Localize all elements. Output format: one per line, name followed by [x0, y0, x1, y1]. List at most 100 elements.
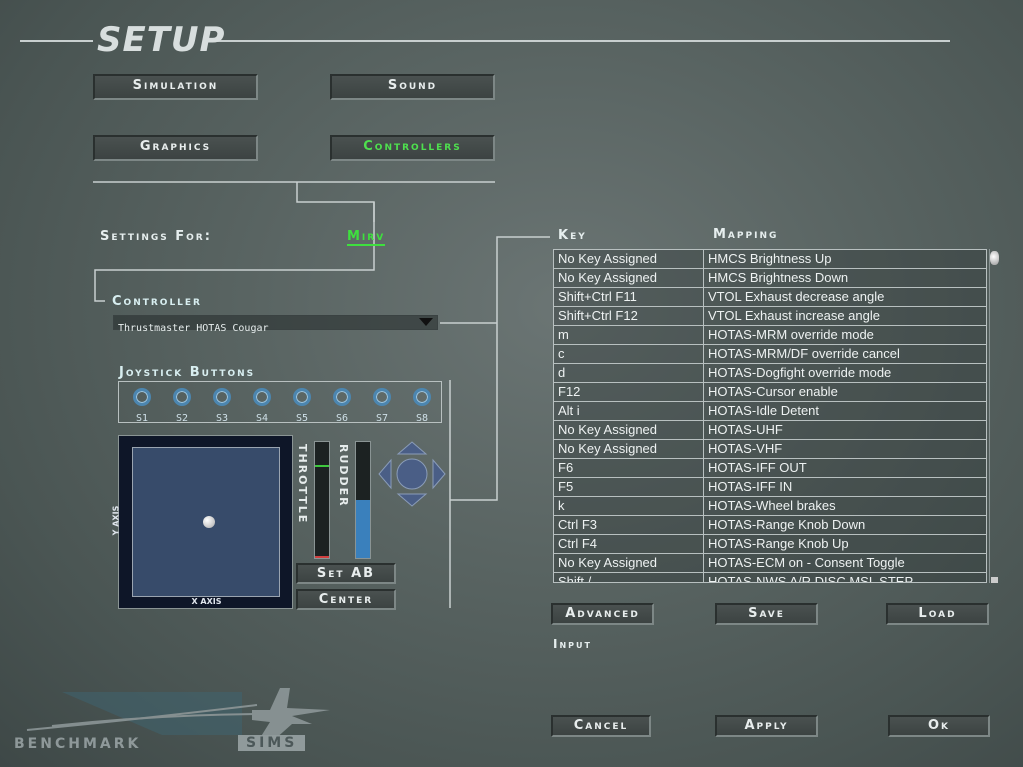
mapping-cell: HOTAS-Range Knob Down	[708, 517, 866, 532]
tab-simulation[interactable]: Simulation	[93, 74, 258, 100]
set-ab-button[interactable]: Set AB	[296, 563, 396, 584]
key-cell[interactable]: No Key Assigned	[554, 269, 704, 287]
mapping-cell: HOTAS-NWS A/R DISC MSL STEP	[708, 574, 914, 583]
key-cell[interactable]: F6	[554, 459, 704, 477]
key-cell[interactable]: k	[554, 497, 704, 515]
controller-selected: Thrustmaster HOTAS Cougar	[118, 323, 269, 334]
apply-button[interactable]: Apply	[715, 715, 818, 737]
key-cell[interactable]: Shift+Ctrl F12	[554, 307, 704, 325]
key-cell[interactable]: No Key Assigned	[554, 421, 704, 439]
button-label: S8	[415, 413, 429, 424]
rudder-fill	[356, 500, 370, 558]
key-cell[interactable]: F12	[554, 383, 704, 401]
joystick-button-s6: S6	[332, 388, 352, 425]
table-row[interactable]: Shift+Ctrl F12 VTOL Exhaust increase angl…	[554, 307, 986, 326]
button-indicator-icon	[413, 388, 431, 406]
table-row[interactable]: Ctrl F4 HOTAS-Range Knob Up	[554, 535, 986, 554]
table-row[interactable]: Shift+Ctrl F11 VTOL Exhaust decrease angl…	[554, 288, 986, 307]
mapping-cell: HOTAS-UHF	[708, 422, 783, 437]
key-cell[interactable]: No Key Assigned	[554, 554, 704, 572]
chevron-down-icon	[419, 318, 433, 326]
table-row[interactable]: Ctrl F3 HOTAS-Range Knob Down	[554, 516, 986, 535]
rudder-label: RUDDER	[337, 444, 350, 508]
rudder-bar	[355, 441, 371, 559]
page-title: SETUP	[97, 20, 226, 60]
logo-text-benchmark: BENCHMARK	[14, 736, 142, 752]
ok-button[interactable]: Ok	[888, 715, 990, 737]
mapping-cell: HOTAS-Dogfight override mode	[708, 365, 892, 380]
button-indicator-icon	[173, 388, 191, 406]
key-cell[interactable]: Alt i	[554, 402, 704, 420]
jet-logo-icon	[26, 688, 330, 740]
button-label: S2	[175, 413, 189, 424]
mapping-cell: HOTAS-IFF IN	[708, 479, 793, 494]
button-indicator-icon	[213, 388, 231, 406]
table-row[interactable]: No Key Assigned HOTAS-UHF	[554, 421, 986, 440]
table-row[interactable]: c HOTAS-MRM/DF override cancel	[554, 345, 986, 364]
advanced-button[interactable]: Advanced	[551, 603, 654, 625]
button-label: S6	[335, 413, 349, 424]
button-label: S3	[215, 413, 229, 424]
cancel-button[interactable]: Cancel	[551, 715, 651, 737]
key-column-header: Key	[558, 228, 587, 243]
key-cell[interactable]: Shift+Ctrl F11	[554, 288, 704, 306]
key-cell[interactable]: Shift /	[554, 573, 704, 582]
key-cell[interactable]: F5	[554, 478, 704, 496]
key-cell[interactable]: m	[554, 326, 704, 344]
mapping-cell: VTOL Exhaust increase angle	[708, 308, 880, 323]
x-axis-label: X AXIS	[191, 597, 222, 606]
throttle-marker	[315, 465, 329, 467]
scroll-down-arrow[interactable]	[991, 577, 998, 583]
xy-axis-panel: X AXIS Y AXIS	[111, 435, 293, 609]
table-row[interactable]: No Key Assigned HMCS Brightness Up	[554, 250, 986, 269]
key-cell[interactable]: No Key Assigned	[554, 440, 704, 458]
load-button[interactable]: Load	[886, 603, 989, 625]
table-row[interactable]: m HOTAS-MRM override mode	[554, 326, 986, 345]
key-cell[interactable]: No Key Assigned	[554, 250, 704, 268]
key-cell[interactable]: Ctrl F3	[554, 516, 704, 534]
center-button[interactable]: Center	[296, 589, 396, 610]
mapping-cell: HOTAS-Wheel brakes	[708, 498, 836, 513]
table-row[interactable]: F5 HOTAS-IFF IN	[554, 478, 986, 497]
table-row[interactable]: Shift / HOTAS-NWS A/R DISC MSL STEP	[554, 573, 986, 583]
tab-sound[interactable]: Sound	[330, 74, 495, 100]
throttle-min-marker	[315, 556, 329, 558]
logo-text-sims: SIMS	[238, 735, 306, 751]
joystick-button-s4: S4	[252, 388, 272, 425]
button-indicator-icon	[253, 388, 271, 406]
tab-controllers[interactable]: Controllers	[330, 135, 495, 161]
button-label: S5	[295, 413, 309, 424]
mapping-cell: HOTAS-MRM/DF override cancel	[708, 346, 900, 361]
button-label: S4	[255, 413, 269, 424]
table-row[interactable]: d HOTAS-Dogfight override mode	[554, 364, 986, 383]
pilot-name-link[interactable]: Mirv	[347, 229, 386, 246]
button-label: S1	[135, 413, 149, 424]
save-button[interactable]: Save	[715, 603, 818, 625]
benchmark-sims-logo: BENCHMARK SIMS	[12, 680, 332, 752]
joystick-button-s2: S2	[172, 388, 192, 425]
mapping-cell: VTOL Exhaust decrease angle	[708, 289, 885, 304]
joystick-button-s3: S3	[212, 388, 232, 425]
button-indicator-icon	[293, 388, 311, 406]
button-indicator-icon	[373, 388, 391, 406]
mapping-cell: HOTAS-MRM override mode	[708, 327, 874, 342]
mapping-cell: HMCS Brightness Up	[708, 251, 832, 266]
key-cell[interactable]: Ctrl F4	[554, 535, 704, 553]
mapping-cell: HOTAS-Range Knob Up	[708, 536, 849, 551]
table-row[interactable]: k HOTAS-Wheel brakes	[554, 497, 986, 516]
scroll-thumb[interactable]	[990, 251, 999, 265]
table-scrollbar[interactable]	[989, 249, 999, 583]
tab-graphics[interactable]: Graphics	[93, 135, 258, 161]
key-cell[interactable]: c	[554, 345, 704, 363]
key-cell[interactable]: d	[554, 364, 704, 382]
controller-dropdown[interactable]: Thrustmaster HOTAS Cougar	[113, 315, 438, 334]
mapping-column-header: Mapping	[713, 227, 779, 242]
